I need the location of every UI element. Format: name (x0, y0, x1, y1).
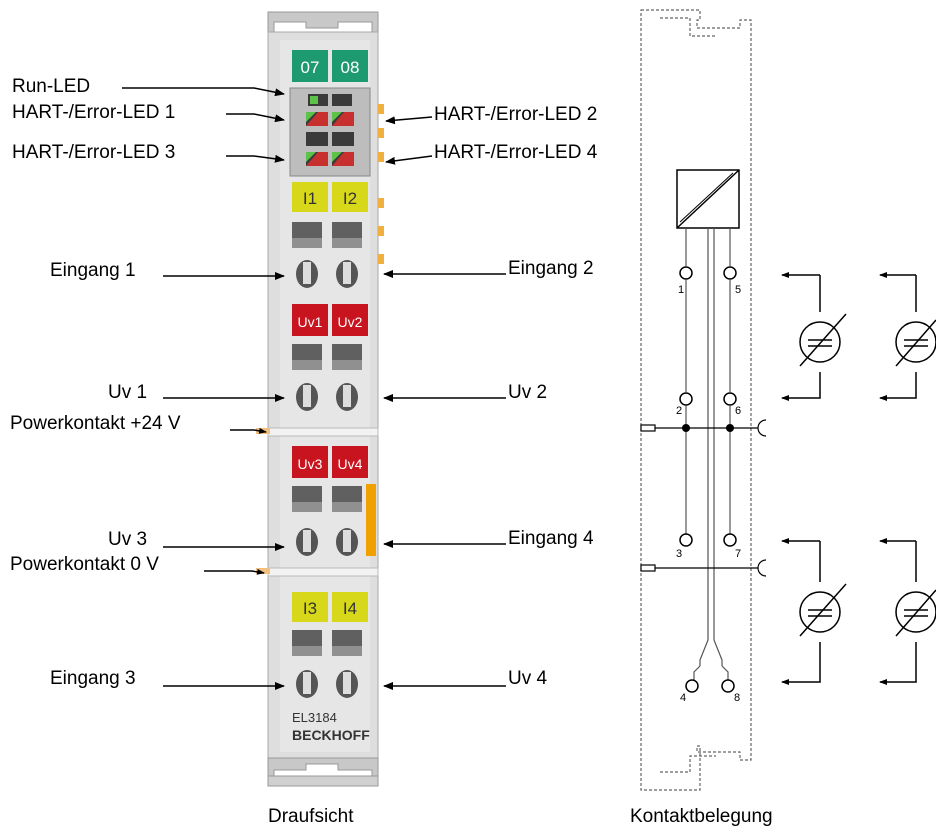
terminal-block-3 (292, 486, 362, 556)
contact-num-6: 6 (735, 405, 741, 417)
label-hart-error-led-3: HART-/Error-LED 3 (12, 142, 176, 163)
channel-tag-07 (292, 50, 328, 82)
label-eingang-3: Eingang 3 (50, 668, 136, 689)
contact-circles (679, 266, 737, 693)
tag-text-i1: I1 (303, 189, 317, 208)
contact-num-2: 2 (676, 405, 682, 417)
contact-num-1: 1 (678, 284, 684, 296)
brand-label: BECKHOFF (292, 727, 370, 743)
led-window (289, 87, 371, 177)
label-eingang-1: Eingang 1 (50, 260, 136, 281)
internal-wires (685, 228, 731, 680)
label-hart-error-led-1: HART-/Error-LED 1 (12, 102, 176, 123)
contact-num-8: 8 (734, 692, 740, 704)
contact-num-4: 4 (680, 692, 686, 704)
label-eingang-2: Eingang 2 (508, 258, 594, 279)
label-powerkontakt-0v: Powerkontakt 0 V (10, 554, 159, 575)
label-hart-error-led-4: HART-/Error-LED 4 (434, 142, 598, 163)
tag-text-07: 07 (301, 58, 320, 77)
led-row-4 (306, 152, 354, 166)
label-uv-2: Uv 2 (508, 382, 548, 403)
uv-tag-3 (292, 446, 328, 478)
contact-assignment: 1 5 2 6 3 7 4 8 (640, 9, 936, 791)
tag-text-i4: I4 (343, 599, 357, 618)
tag-text-uv2: Uv2 (338, 314, 363, 330)
tag-text-uv3: Uv3 (298, 456, 323, 472)
label-uv-1: Uv 1 (108, 382, 148, 403)
uv-tag-2 (332, 304, 368, 336)
caption-contact-assignment: Kontaktbelegung (630, 806, 773, 827)
right-callouts (383, 116, 506, 690)
input-tag-i3 (292, 592, 328, 622)
tag-text-i2: I2 (343, 189, 357, 208)
label-hart-error-led-2: HART-/Error-LED 2 (434, 104, 598, 125)
led-row-1 (308, 94, 352, 106)
tag-text-uv4: Uv4 (338, 456, 363, 472)
terminal-block-2 (292, 344, 362, 411)
power-rail-bottom (640, 559, 767, 577)
tag-text-08: 08 (341, 58, 360, 77)
model-label: EL3184 (292, 710, 337, 725)
label-powerkontakt-24v: Powerkontakt +24 V (10, 413, 181, 434)
input-tag-i1 (292, 182, 328, 212)
orange-strip (366, 484, 376, 556)
caption-top-view: Draufsicht (268, 806, 354, 827)
label-eingang-4: Eingang 4 (508, 528, 594, 549)
terminal-outline-dashed (640, 9, 752, 791)
contact-num-3: 3 (676, 548, 682, 560)
input-tag-i4 (332, 592, 368, 622)
input-tag-i2 (332, 182, 368, 212)
contact-num-5: 5 (735, 284, 741, 296)
channel-tag-08 (332, 50, 368, 82)
label-run-led: Run-LED (12, 76, 91, 97)
tag-text-i3: I3 (303, 599, 317, 618)
led-row-3 (306, 132, 354, 146)
uv-tag-4 (332, 446, 368, 478)
transmitter-symbols (781, 272, 936, 685)
terminal-block-4 (292, 630, 362, 698)
top-latch (267, 11, 379, 35)
bottom-latch (267, 757, 379, 779)
terminal-block-1 (292, 222, 362, 288)
label-uv-3: Uv 3 (108, 529, 148, 550)
terminal-module: 07 08 I1 I2 Uv1 Uv2 Uv3 Uv4 I3 I4 EL3184… (256, 11, 384, 787)
tag-text-uv1: Uv1 (298, 314, 323, 330)
label-uv-4: Uv 4 (508, 668, 548, 689)
power-rail-top (640, 419, 767, 437)
contact-num-7: 7 (735, 548, 741, 560)
led-row-2 (306, 112, 354, 126)
side-pins (378, 104, 384, 264)
left-callouts (122, 87, 285, 690)
uv-tag-1 (292, 304, 328, 336)
